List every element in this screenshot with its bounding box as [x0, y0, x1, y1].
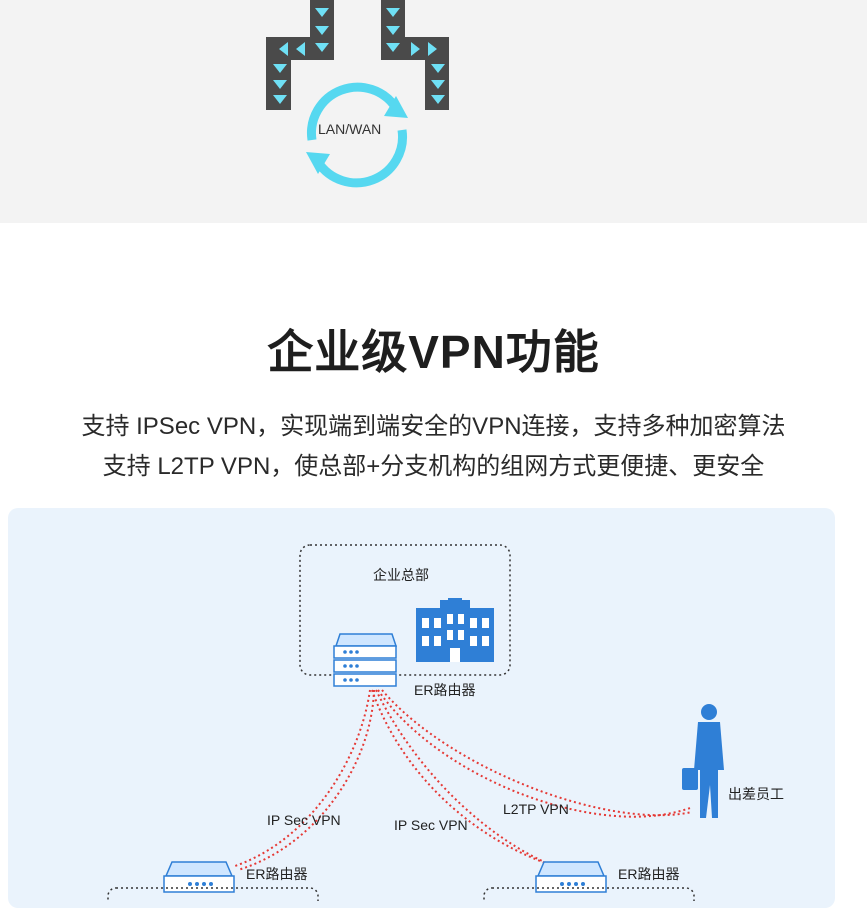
right-chevrons	[386, 8, 445, 104]
left-chevrons	[273, 8, 329, 104]
building-icon	[416, 598, 494, 662]
branch-right-router-icon	[535, 861, 607, 893]
feature-line-ipsec: 支持 IPSec VPN，实现端到端安全的VPN连接，支持多种加密算法	[81, 413, 786, 440]
branch-left-box	[107, 887, 319, 901]
hq-router-icon	[333, 633, 398, 687]
ipsec-left-label: IP Sec VPN	[267, 812, 341, 828]
vpn-diagram	[8, 508, 835, 908]
ipsec-mid-label: IP Sec VPN	[394, 817, 468, 833]
lan-wan-graphic	[266, 0, 449, 188]
arrow-lower	[314, 129, 407, 188]
l2tp-label: L2TP VPN	[503, 801, 569, 817]
hq-label: 企业总部	[373, 567, 429, 583]
vpn-lines	[234, 689, 693, 873]
traveler-icon	[682, 704, 724, 818]
arrow-upper	[307, 82, 400, 141]
hq-box	[299, 544, 511, 676]
feature-line-l2tp: 支持 L2TP VPN，使总部+分支机构的组网方式更便捷、更安全	[102, 453, 765, 480]
section-title: 企业级VPN功能	[267, 326, 600, 378]
lan-wan-label: LAN/WAN	[318, 121, 382, 137]
branch-right-box	[483, 887, 695, 901]
branch-left-router-label: ER路由器	[246, 866, 308, 882]
branch-left-router-icon	[163, 861, 235, 893]
branch-right-router-label: ER路由器	[618, 866, 680, 882]
hq-router-label: ER路由器	[414, 682, 476, 698]
traveler-label: 出差员工	[728, 786, 784, 802]
